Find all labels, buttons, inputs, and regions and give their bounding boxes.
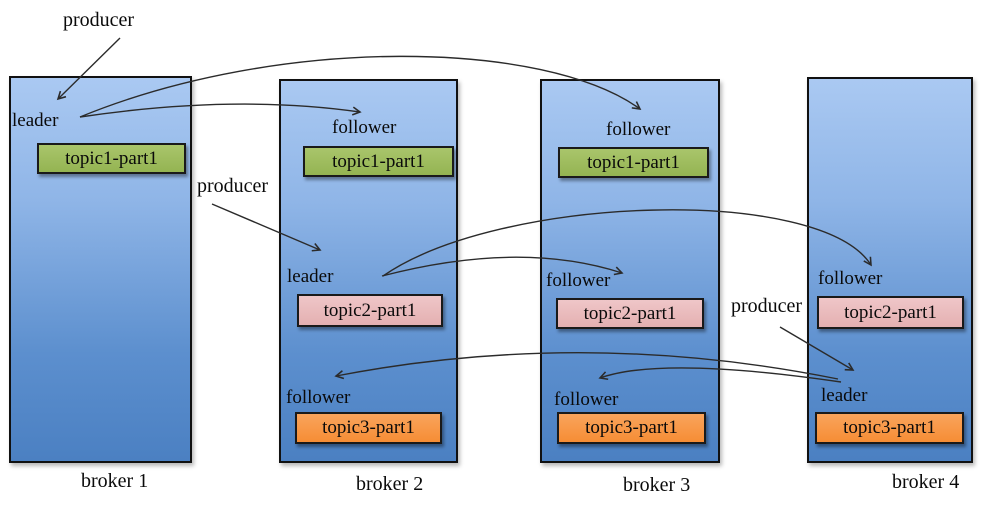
broker-4-caption: broker 4 [892, 471, 960, 493]
broker3-role-follower-topic3: follower [554, 389, 619, 410]
broker3-topic3-part1-box: topic3-part1 [557, 412, 706, 444]
broker4-role-leader-topic3: leader [821, 385, 868, 406]
broker3-role-follower-topic2: follower [546, 270, 611, 291]
broker2-role-follower-topic3: follower [286, 387, 351, 408]
broker-1-caption: broker 1 [81, 470, 149, 492]
broker2-role-leader-topic2: leader [287, 266, 334, 287]
producer-label-1: producer [63, 9, 135, 31]
broker-3-caption: broker 3 [623, 474, 691, 496]
broker4-role-follower-topic2: follower [818, 268, 883, 289]
broker2-topic3-part1-box: topic3-part1 [295, 412, 442, 444]
broker2-topic2-part1-box: topic2-part1 [297, 294, 443, 327]
broker3-topic1-part1-box: topic1-part1 [558, 147, 709, 178]
broker3-topic2-part1-box: topic2-part1 [556, 298, 704, 329]
broker-2-caption: broker 2 [356, 473, 424, 495]
broker2-topic1-part1-box: topic1-part1 [303, 146, 454, 177]
broker1-topic1-part1-box: topic1-part1 [37, 143, 186, 174]
broker4-topic2-part1-box: topic2-part1 [817, 296, 964, 329]
broker3-role-follower-topic1: follower [606, 119, 671, 140]
broker1-role-leader-topic1: leader [12, 110, 59, 131]
broker-1-box [9, 76, 192, 463]
producer-label-2: producer [197, 175, 269, 197]
broker2-role-follower-topic1: follower [332, 117, 397, 138]
broker4-topic3-part1-box: topic3-part1 [815, 412, 964, 444]
producer-label-3: producer [731, 295, 803, 317]
